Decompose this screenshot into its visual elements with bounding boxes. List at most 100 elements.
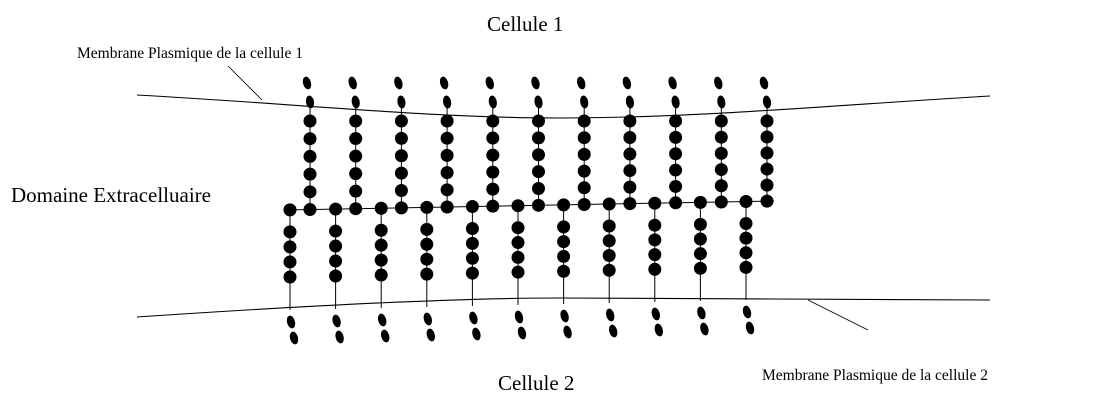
upper-extracellular-bead xyxy=(303,114,317,128)
upper-extracellular-bead xyxy=(577,164,591,178)
upper-intracellular-bead xyxy=(351,95,360,109)
lower-extracellular-bead xyxy=(374,238,388,252)
upper-extracellular-bead xyxy=(760,114,774,128)
lower-intracellular-bead xyxy=(377,313,387,327)
lower-junction-bead xyxy=(557,198,571,212)
lower-intracellular-bead xyxy=(697,306,706,320)
lower-chain xyxy=(511,199,527,340)
lower-extracellular-bead xyxy=(420,222,434,236)
upper-chain xyxy=(439,76,454,214)
lower-extracellular-bead xyxy=(511,236,525,250)
lower-extracellular-bead xyxy=(374,223,388,237)
upper-intracellular-bead xyxy=(714,76,723,90)
lower-extracellular-bead xyxy=(329,269,343,283)
upper-extracellular-bead xyxy=(303,149,317,163)
upper-extracellular-bead xyxy=(623,147,637,161)
upper-extracellular-bead xyxy=(303,132,317,146)
upper-extracellular-bead xyxy=(623,180,637,194)
lower-extracellular-bead xyxy=(648,248,662,262)
lower-extracellular-bead xyxy=(511,221,525,235)
upper-intracellular-bead xyxy=(759,76,769,90)
upper-extracellular-bead xyxy=(714,146,728,160)
upper-extracellular-bead xyxy=(394,149,408,163)
upper-chain xyxy=(348,76,363,216)
lower-extracellular-bead xyxy=(557,235,571,249)
lower-extracellular-bead xyxy=(602,234,616,248)
upper-extracellular-bead xyxy=(440,183,454,197)
lower-intracellular-bead xyxy=(335,330,344,344)
lower-intracellular-bead xyxy=(469,311,478,325)
upper-extracellular-bead xyxy=(577,131,591,145)
upper-extracellular-bead xyxy=(486,165,500,179)
cell-2-label: Cellule 2 xyxy=(498,371,574,394)
lower-extracellular-bead xyxy=(739,217,753,231)
upper-extracellular-bead xyxy=(760,178,774,192)
upper-extracellular-bead xyxy=(440,131,454,145)
upper-junction-bead xyxy=(714,195,728,209)
upper-chain xyxy=(668,76,683,210)
lower-extracellular-bead xyxy=(465,266,479,280)
lower-intracellular-bead xyxy=(423,312,433,326)
upper-intracellular-bead xyxy=(671,95,680,109)
upper-junction-bead xyxy=(349,202,363,216)
lower-chain xyxy=(739,195,755,335)
upper-intracellular-bead xyxy=(717,95,726,109)
upper-chain xyxy=(394,76,408,215)
upper-extracellular-bead xyxy=(532,131,545,145)
upper-junction-bead xyxy=(623,197,637,211)
upper-extracellular-bead xyxy=(623,114,637,128)
lower-intracellular-bead xyxy=(745,321,755,335)
lower-extracellular-bead xyxy=(693,261,707,275)
extracellular-domain-label: Domaine Extracelluaire xyxy=(11,183,211,207)
upper-intracellular-bead xyxy=(576,76,586,90)
lower-extracellular-bead xyxy=(465,251,479,265)
upper-extracellular-bead xyxy=(394,183,408,197)
upper-junction-bead xyxy=(577,197,591,211)
lower-extracellular-bead xyxy=(283,255,297,269)
upper-extracellular-bead xyxy=(349,114,363,128)
lower-extracellular-bead xyxy=(648,233,662,247)
lower-intracellular-bead xyxy=(332,314,341,328)
lower-chain xyxy=(420,200,436,342)
upper-chains-group xyxy=(302,76,774,217)
upper-extracellular-bead xyxy=(394,114,408,128)
upper-extracellular-bead xyxy=(669,179,683,193)
membrane-1-pointer xyxy=(227,65,263,101)
upper-intracellular-bead xyxy=(394,76,403,90)
lower-junction-bead xyxy=(511,199,525,213)
upper-intracellular-bead xyxy=(531,76,540,90)
upper-intracellular-bead xyxy=(397,95,406,109)
lower-junction-bead xyxy=(602,197,616,211)
lower-chain xyxy=(602,197,618,338)
lower-extracellular-bead xyxy=(511,250,525,264)
upper-extracellular-bead xyxy=(303,185,317,199)
lower-extracellular-bead xyxy=(511,265,525,279)
upper-intracellular-bead xyxy=(668,76,677,90)
lower-intracellular-bead xyxy=(517,326,527,340)
lower-junction-bead xyxy=(465,200,479,214)
lower-intracellular-bead xyxy=(608,324,618,338)
lower-extracellular-bead xyxy=(283,270,297,284)
lower-extracellular-bead xyxy=(329,224,343,238)
upper-intracellular-bead xyxy=(534,95,543,109)
lower-extracellular-bead xyxy=(739,231,753,245)
lower-intracellular-bead xyxy=(380,329,390,343)
lower-chain xyxy=(557,198,572,339)
upper-extracellular-bead xyxy=(760,162,774,176)
upper-extracellular-bead xyxy=(669,114,683,128)
lower-extracellular-bead xyxy=(602,249,616,263)
upper-chain xyxy=(576,76,591,211)
lower-intracellular-bead xyxy=(654,323,664,337)
upper-extracellular-bead xyxy=(532,181,545,195)
upper-junction-bead xyxy=(532,198,545,212)
upper-chain xyxy=(302,76,317,217)
upper-extracellular-bead xyxy=(532,114,545,128)
lower-extracellular-bead xyxy=(420,237,434,251)
upper-intracellular-bead xyxy=(488,95,497,109)
lower-chain xyxy=(465,200,481,341)
lower-junction-bead xyxy=(648,196,662,210)
upper-intracellular-bead xyxy=(302,76,312,90)
lower-extracellular-bead xyxy=(329,239,343,253)
upper-intracellular-bead xyxy=(625,95,634,109)
lower-extracellular-bead xyxy=(693,217,707,231)
